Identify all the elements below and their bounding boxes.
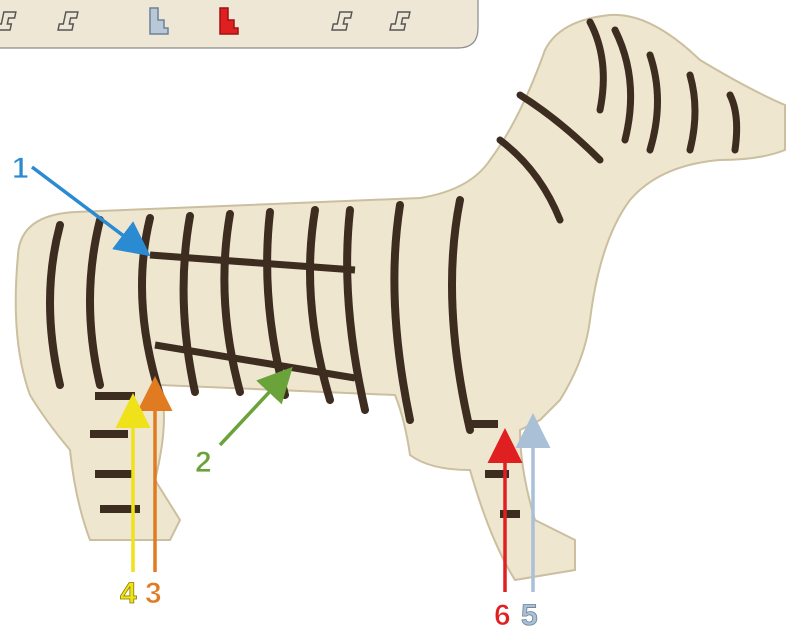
callout-4: 4 (120, 577, 137, 610)
dog-body (16, 15, 785, 580)
callout-6: 6 (494, 599, 511, 630)
callout-5: 5 (521, 599, 538, 630)
callout-1: 1 (12, 152, 29, 185)
dog-model (16, 15, 785, 580)
callout-3: 3 (145, 577, 162, 610)
callout-2: 2 (195, 446, 212, 479)
parts-legend-panel (0, 0, 478, 48)
